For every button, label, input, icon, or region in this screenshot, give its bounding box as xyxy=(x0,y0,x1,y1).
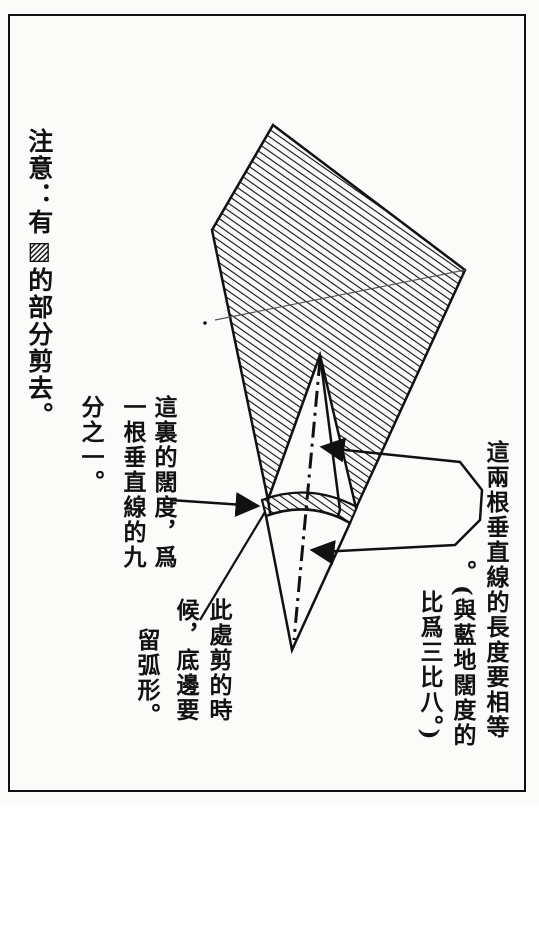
width-arrow xyxy=(169,491,261,517)
kite-crossline xyxy=(214,269,466,321)
length-bracket xyxy=(319,448,484,554)
cut-note-line2: 候，底邊要 xyxy=(172,598,200,723)
width-note-line1: 這裏的闊度，爲 xyxy=(150,395,178,570)
kite-diagram xyxy=(169,123,484,655)
page: 注意：有▨的部分剪去。 這裏的闊度，爲 一根垂直線的九 分之一。 這兩根垂直線的… xyxy=(8,14,526,792)
cut-note-line1: 此處剪的時 xyxy=(205,598,233,723)
width-note-line3: 分之一。 xyxy=(77,395,105,495)
length-note-line1: 這兩根垂直線的長度要相等 xyxy=(482,440,510,740)
center-vertical-line xyxy=(292,359,322,641)
length-note-line2: 。(與藍地闊度的 xyxy=(449,560,477,748)
length-note-line3: 比爲三比八。) xyxy=(416,590,444,742)
page-border xyxy=(8,14,526,792)
width-note-line2: 一根垂直線的九 xyxy=(119,395,147,570)
length-arrow-top xyxy=(319,437,346,463)
hatch-note: 注意：有▨的部分剪去。 xyxy=(24,128,54,429)
length-arrow-bottom xyxy=(309,540,336,565)
cut-note-line3: 留弧形。 xyxy=(133,628,161,728)
hatched-cut-region xyxy=(210,123,467,512)
cut-pointer xyxy=(199,511,266,621)
lower-triangle xyxy=(264,508,352,655)
